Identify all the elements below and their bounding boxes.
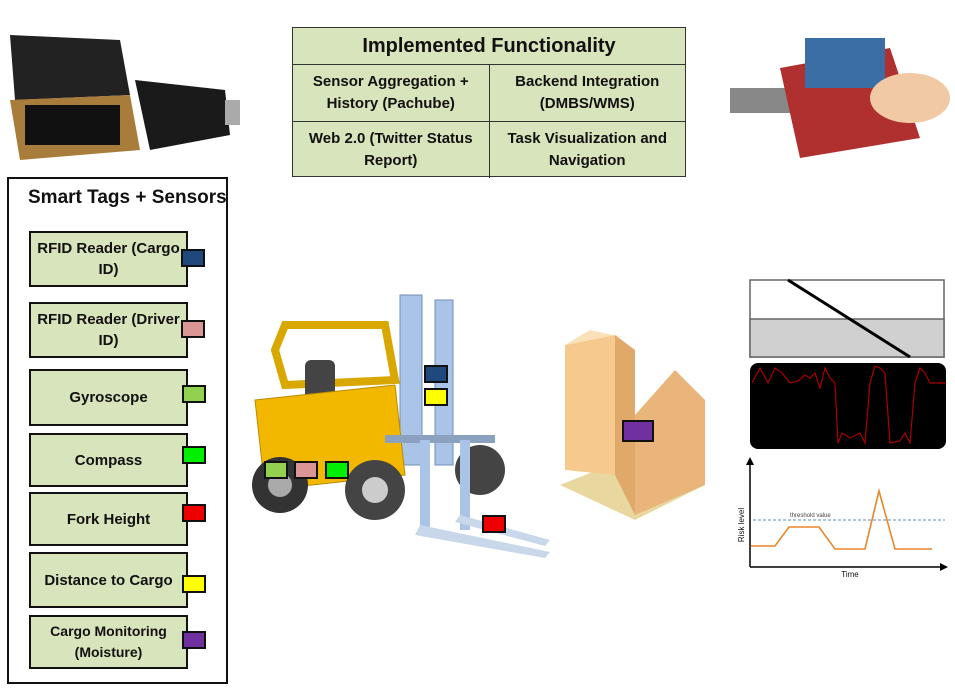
risk-level-chart: threshold value Time Risk level [737, 457, 948, 579]
forklift-tag-cargo-id [424, 365, 448, 383]
table-title: Implemented Functionality [293, 28, 685, 65]
cargo-pallet-illustration [560, 330, 705, 520]
tag-cargo-id [181, 249, 205, 267]
risk-series-line [751, 487, 932, 550]
cargo-tag-moisture [622, 420, 654, 442]
forklift-tag-gyroscope [264, 461, 288, 479]
hardware-connector-photo [10, 35, 240, 160]
height-gauge-chart [749, 278, 945, 359]
sensor-signal-chart [750, 363, 946, 449]
forklift-tag-distance [424, 388, 448, 406]
y-axis-label: Risk level [737, 508, 746, 542]
cell-web20: Web 2.0 (Twitter Status Report) [293, 122, 490, 178]
forklift-tag-driver-id [294, 461, 318, 479]
tag-moisture [182, 631, 206, 649]
sensor-compass: Compass [29, 433, 188, 487]
smart-tags-panel [7, 177, 228, 684]
cell-sensor-aggregation: Sensor Aggregation + History (Pachube) [293, 65, 490, 121]
x-axis-label: Time [841, 570, 859, 579]
forklift-tag-fork-height [482, 515, 506, 533]
sensor-board-photo [730, 38, 950, 158]
sensor-fork-height: Fork Height [29, 492, 188, 546]
tag-compass [182, 446, 206, 464]
forklift-illustration [252, 294, 550, 558]
tag-gyroscope [182, 385, 206, 403]
cell-backend-integration: Backend Integration (DMBS/WMS) [515, 73, 660, 112]
forklift-tag-compass [325, 461, 349, 479]
panel-title: Smart Tags + Sensors [28, 187, 227, 208]
sensor-rfid-cargo: RFID Reader (Cargo ID) [29, 231, 188, 287]
implemented-functionality-table: Implemented Functionality Sensor Aggrega… [292, 27, 686, 178]
threshold-label: threshold value [790, 513, 831, 519]
sensor-distance-to-cargo: Distance to Cargo [29, 552, 188, 608]
tag-distance [182, 575, 206, 593]
sensor-gyroscope: Gyroscope [29, 369, 188, 426]
sensor-rfid-driver: RFID Reader (Driver ID) [29, 302, 188, 358]
tag-fork-height [182, 504, 206, 522]
cell-task-visualization: Task Visualization and Navigation [507, 130, 668, 169]
tag-driver-id [181, 320, 205, 338]
sensor-cargo-monitoring: Cargo Monitoring (Moisture) [29, 615, 188, 669]
